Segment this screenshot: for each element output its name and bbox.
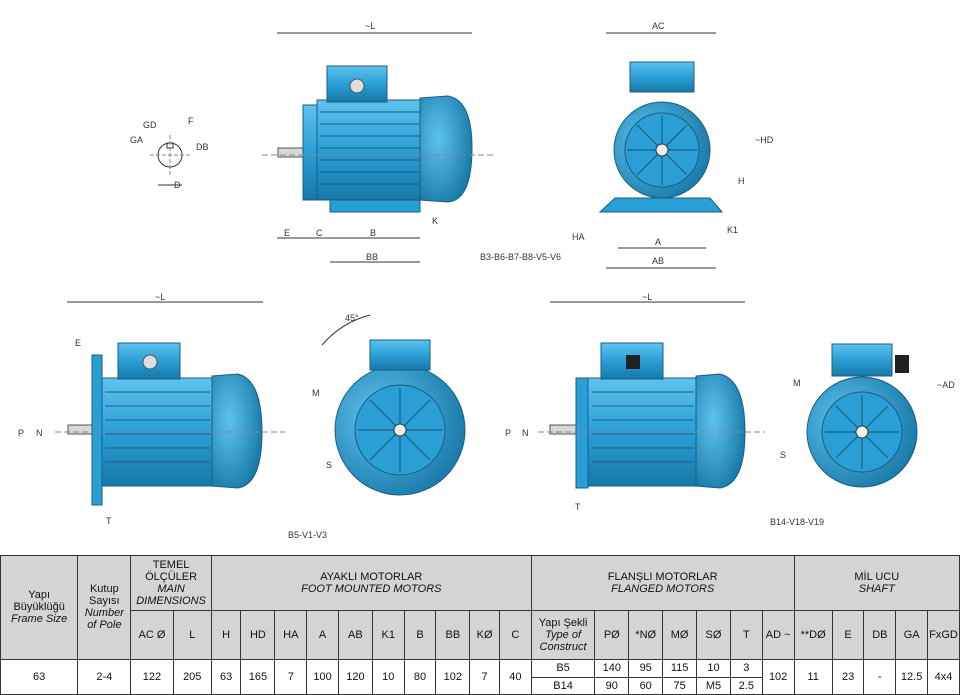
dim-label-a: A — [655, 237, 662, 247]
dim-label-c: C — [316, 228, 323, 238]
b5-dim-label-p: P — [18, 428, 25, 438]
foot-mounted-front-view — [598, 32, 724, 269]
col-h: H — [210, 610, 242, 660]
b5-dim-label-t: T — [106, 516, 112, 526]
b5-dim-label-n: N — [36, 428, 43, 438]
main-dimensions-header: TEMEL ÖLÇÜLER MAIN DIMENSIONS — [130, 554, 212, 612]
dim-label-f: F — [188, 116, 194, 126]
b14-flange-side-view — [538, 301, 765, 489]
shaft-end-view — [150, 135, 190, 186]
dim-label-l: ~L — [365, 21, 376, 31]
dim-label-b: B — [370, 228, 377, 238]
b5-flange-front-view — [321, 314, 466, 496]
b5-flange-side-view — [55, 301, 285, 506]
b14-dim-label-l: ~L — [642, 292, 653, 302]
shaft-header: MİL UCU SHAFT — [793, 554, 960, 612]
b5-dim-label-s: S — [326, 460, 333, 470]
dimension-table: Yapı Büyüklüğü Frame Size Kutup Sayısı N… — [0, 554, 960, 695]
col-ad: AD ~ — [761, 610, 795, 660]
col-db: DB — [863, 610, 897, 660]
caption-b14: B14-V18-V19 — [770, 517, 825, 527]
dim-label-d: D — [174, 180, 181, 190]
b5-dim-label-45: 45° — [345, 313, 359, 323]
col-ga: GA — [895, 610, 929, 660]
col-a: A — [306, 610, 339, 660]
dim-label-gd: GD — [143, 120, 157, 130]
col-type: Yapı Şekli Type of Construct — [530, 610, 596, 660]
dim-label-e: E — [284, 228, 291, 238]
dim-label-bb: BB — [366, 252, 379, 262]
b14-dim-label-n: N — [522, 428, 529, 438]
table-row: 63 2-4 122 205 63 165 7 100 120 10 80 10… — [0, 658, 960, 695]
col-k1: K1 — [371, 610, 405, 660]
frame-size-header: Yapı Büyüklüğü Frame Size — [0, 555, 79, 660]
col-c: C — [498, 610, 532, 660]
col-hd: HD — [240, 610, 276, 660]
col-t: T — [729, 610, 763, 660]
technical-drawings — [55, 32, 918, 506]
b5-dim-label-m: M — [312, 388, 320, 398]
dim-label-k1: K1 — [727, 225, 739, 235]
col-fxgd: FxGD — [927, 610, 960, 660]
dim-label-ab: AB — [652, 256, 665, 266]
col-ac: AC Ø — [130, 610, 174, 660]
dim-label-ha: HA — [572, 232, 585, 242]
col-d: **DØ — [793, 610, 833, 660]
pole-header: Kutup Sayısı Number of Pole — [77, 555, 132, 660]
col-ab: AB — [337, 610, 373, 660]
col-s: SØ — [696, 610, 731, 660]
b14-dim-label-t: T — [575, 502, 581, 512]
dim-label-k: K — [432, 216, 439, 226]
dim-label-hd: ~HD — [755, 135, 774, 145]
col-b: B — [403, 610, 437, 660]
col-k: KØ — [469, 610, 500, 660]
col-n: *NØ — [628, 610, 664, 660]
col-l: L — [172, 610, 212, 660]
foot-mounted-side-view — [262, 32, 495, 263]
dim-label-ga: GA — [130, 135, 144, 145]
table-row: B14 90 60 75 M5 2.5 — [1, 676, 960, 695]
flanged-header: FLANŞLI MOTORLAR FLANGED MOTORS — [530, 554, 795, 612]
b14-dim-label-ad: ~AD — [937, 380, 955, 390]
caption-foot-mounted: B3-B6-B7-B8-V5-V6 — [480, 252, 562, 262]
foot-mounted-header: AYAKLI MOTORLAR FOOT MOUNTED MOTORS — [210, 554, 532, 612]
col-m: MØ — [662, 610, 698, 660]
caption-b5: B5-V1-V3 — [288, 530, 328, 540]
b5-dim-label-e: E — [75, 338, 82, 348]
col-bb: BB — [435, 610, 471, 660]
col-p: PØ — [594, 610, 630, 660]
b14-dim-label-m: M — [793, 378, 801, 388]
dim-label-ac: AC — [652, 21, 665, 31]
col-ha: HA — [274, 610, 308, 660]
b5-dim-label-l: ~L — [155, 292, 166, 302]
b14-dim-label-p: P — [505, 428, 512, 438]
dim-label-h: H — [738, 176, 745, 186]
col-e: E — [831, 610, 865, 660]
b14-dim-label-s: S — [780, 450, 787, 460]
dim-label-db: DB — [196, 142, 209, 152]
b14-flange-front-view — [806, 343, 918, 488]
